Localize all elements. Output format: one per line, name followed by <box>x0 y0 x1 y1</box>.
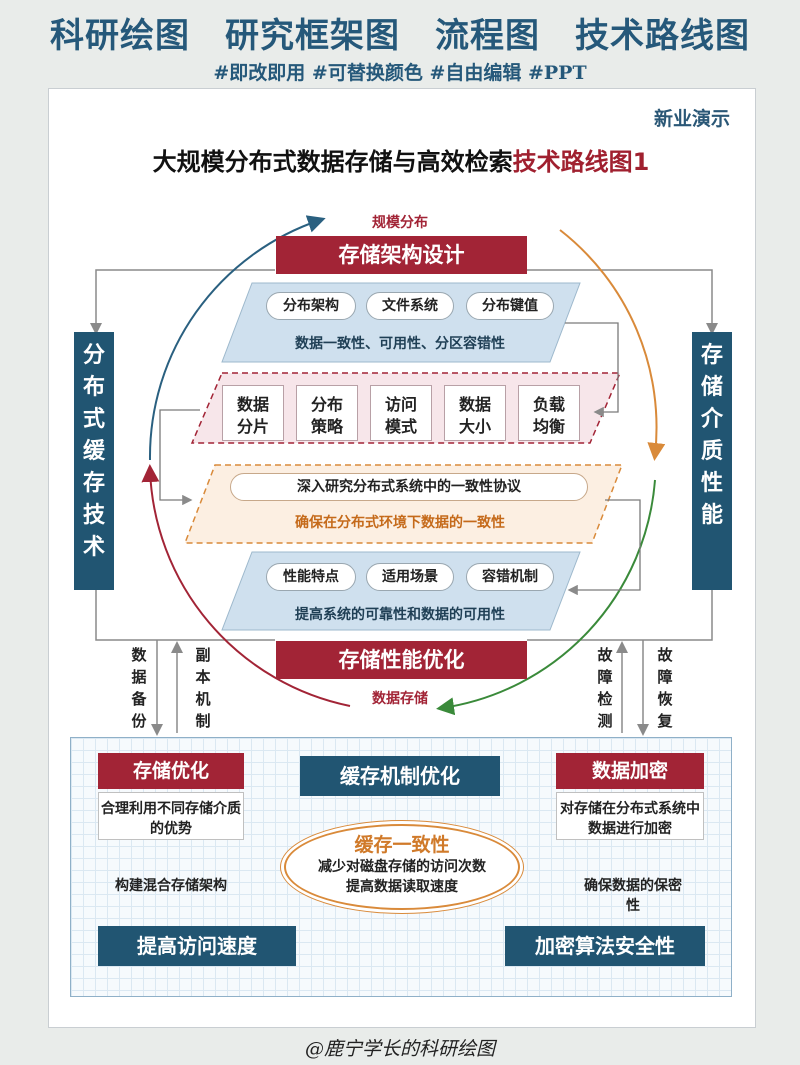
ellipse-text-1: 减少对磁盘存储的访问次数 <box>318 859 486 875</box>
label-fault-recovery: 故障恢复 <box>657 646 673 730</box>
ellipse-cache-consistency: 缓存一致性 减少对磁盘存储的访问次数 提高数据读取速度 <box>284 824 520 910</box>
arc-orange <box>559 229 666 461</box>
layer1-text: 数据一致性、可用性、分区容错性 <box>295 336 505 352</box>
diagram-title-main: 大规模分布式数据存储与高效检索 <box>152 148 513 176</box>
connector-layer1-layer2 <box>565 322 619 418</box>
head-data-encryption: 数据加密 <box>556 753 704 789</box>
diagram-title: 大规模分布式数据存储与高效检索技术路线图1 <box>48 142 754 177</box>
layer2-card-4: 数据大小 <box>444 385 506 441</box>
result-data-confidentiality: 确保数据的保密性 <box>584 878 682 914</box>
layer2-card-2: 分布策略 <box>296 385 358 441</box>
header-subtitle: #即改即用 #可替换颜色 #自由编辑 #PPT <box>213 62 587 84</box>
connector-layer2-layer3 <box>159 409 200 506</box>
head-cache-optimization: 缓存机制优化 <box>300 756 500 796</box>
box-data-encryption: 对存储在分布式系统中数据进行加密 <box>556 792 704 840</box>
label-scale-distribution: 规模分布 <box>372 215 428 231</box>
label-data-storage: 数据存储 <box>372 691 428 707</box>
connector-layer3-layer4 <box>567 499 641 596</box>
layer4-pill-1: 性能特点 <box>266 563 356 591</box>
layer1-pill-1: 分布架构 <box>266 292 356 320</box>
label-fault-detection: 故障检测 <box>597 646 613 730</box>
side-left-box: 分布式缓存技术 <box>74 332 114 590</box>
box-storage-optimization: 合理利用不同存储介质的优势 <box>98 792 244 840</box>
result-hybrid-storage: 构建混合存储架构 <box>115 878 227 894</box>
header-title: 科研绘图 研究框架图 流程图 技术路线图 <box>50 16 750 56</box>
ellipse-text-2: 提高数据读取速度 <box>346 879 458 895</box>
box-access-speed: 提高访问速度 <box>98 926 296 966</box>
layer4-pill-3: 容错机制 <box>466 563 554 591</box>
layer2-card-5: 负载均衡 <box>518 385 580 441</box>
box-encryption-security: 加密算法安全性 <box>505 926 705 966</box>
diagram-title-highlight: 技术路线图1 <box>512 148 650 176</box>
banner-storage-optimization: 存储性能优化 <box>276 641 527 679</box>
layer4-pill-2: 适用场景 <box>366 563 454 591</box>
brand-label: 新业演示 <box>653 108 730 130</box>
connector-bottom-left <box>95 582 275 641</box>
connector-bottom-right <box>527 582 713 641</box>
layer1-pill-2: 文件系统 <box>366 292 454 320</box>
ellipse-title: 缓存一致性 <box>354 834 450 856</box>
layer3-pill: 深入研究分布式系统中的一致性协议 <box>230 473 588 501</box>
arc-red <box>141 464 351 707</box>
layer1-pill-3: 分布键值 <box>466 292 554 320</box>
layer3-text: 确保在分布式环境下数据的一致性 <box>295 515 505 531</box>
side-right-box: 存储介质性能 <box>692 332 732 590</box>
footer-credit: @鹿宁学长的科研绘图 <box>304 1038 495 1060</box>
layer4-text: 提高系统的可靠性和数据的可用性 <box>295 607 505 623</box>
connector-top-left <box>90 269 275 335</box>
arc-green <box>436 479 656 716</box>
connector-top-right <box>527 269 718 335</box>
label-data-backup: 数据备份 <box>131 646 147 730</box>
layer2-card-3: 访问模式 <box>370 385 432 441</box>
label-replica-mechanism: 副本机制 <box>195 646 211 730</box>
layer2-card-1: 数据分片 <box>222 385 284 441</box>
banner-storage-architecture: 存储架构设计 <box>276 236 527 274</box>
head-storage-optimization: 存储优化 <box>98 753 244 789</box>
